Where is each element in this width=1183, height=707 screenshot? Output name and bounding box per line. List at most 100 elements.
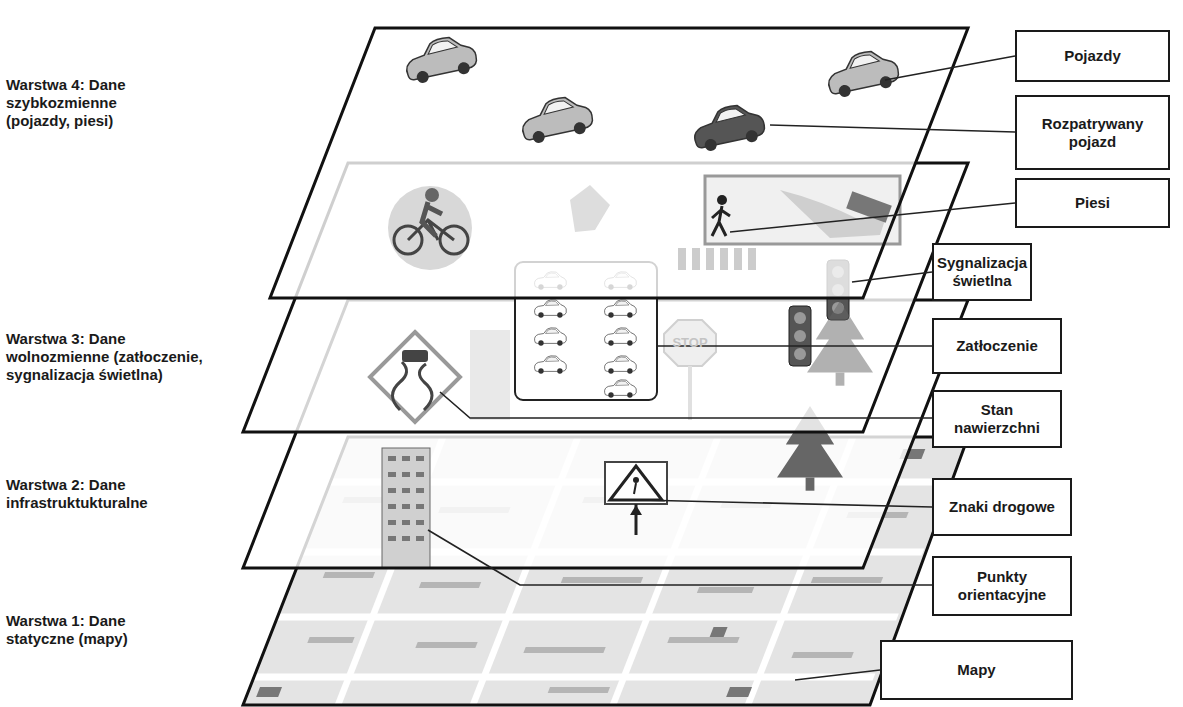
pedestrian — [712, 195, 730, 236]
layer-1-map — [710, 627, 728, 637]
road-surface-sign — [393, 362, 407, 410]
leader-lines — [852, 272, 932, 282]
landmark-building — [388, 456, 424, 541]
vehicles — [690, 100, 768, 154]
layer-1-map — [419, 582, 481, 588]
road-surface-sign — [370, 332, 460, 422]
layer-4-fast-data — [270, 28, 968, 298]
accident-picture — [705, 176, 900, 244]
label-box: Mapy — [880, 640, 1073, 700]
layer-1-map — [811, 577, 883, 583]
crosswalk — [678, 248, 686, 270]
landmark-building — [388, 536, 396, 541]
landmark-building — [388, 520, 396, 525]
landmark-building — [402, 472, 410, 477]
road-sign-crossing — [610, 466, 662, 500]
layer-3-slow-data — [470, 330, 510, 420]
layer-4-fast-data — [570, 185, 610, 232]
label-box: Piesi — [1015, 178, 1170, 228]
congestion-picture — [535, 328, 567, 346]
box-text: Sygnalizacja świetlna — [937, 254, 1027, 290]
leader-lines — [885, 56, 1015, 80]
box-text: Piesi — [1075, 194, 1110, 212]
congestion-picture — [605, 380, 637, 398]
label-box: Zatłoczenie — [932, 318, 1062, 374]
box-text: Stan nawierzchni — [938, 401, 1056, 437]
vehicles — [824, 46, 902, 100]
layer-1-map — [256, 687, 282, 697]
leader-lines — [770, 125, 1015, 132]
landmark-building — [416, 520, 424, 525]
vehicles — [518, 92, 596, 146]
pedestrian — [712, 206, 730, 236]
congestion-picture — [535, 356, 567, 374]
landmark-building — [382, 448, 430, 568]
pedestrian — [717, 195, 727, 205]
landmark-building — [388, 472, 396, 477]
crosswalk — [748, 248, 756, 270]
vehicles — [402, 32, 902, 154]
landmark-building — [402, 520, 410, 525]
vehicles — [402, 32, 480, 86]
cyclist — [388, 186, 472, 270]
box-text: Znaki drogowe — [949, 498, 1055, 516]
leader-lines — [428, 56, 1015, 680]
road-surface-sign — [419, 364, 432, 410]
box-text: Zatłoczenie — [956, 337, 1038, 355]
layer-3-slow-data — [807, 301, 873, 386]
crosswalk — [734, 248, 742, 270]
layer-label: Warstwa 3: Dane wolnozmienne (zatłoczeni… — [6, 330, 221, 384]
layer-1-map — [307, 637, 354, 643]
landmark-building — [388, 504, 396, 509]
landmark-building — [402, 456, 410, 461]
congestion-picture — [605, 328, 637, 346]
leader-lines — [440, 392, 932, 418]
accident-picture — [705, 176, 900, 244]
label-box: Pojazdy — [1015, 30, 1170, 82]
layer-label: Warstwa 1: Dane statyczne (mapy) — [6, 612, 156, 648]
box-text: Punkty orientacyjne — [938, 568, 1066, 604]
sign-text: STOP — [664, 334, 716, 352]
layer-1-map — [548, 687, 610, 693]
cyclist — [422, 202, 442, 236]
layer-label: Warstwa 2: Dane infrastruktukturalne — [6, 476, 186, 512]
crosswalk — [706, 248, 714, 270]
stop-sign — [664, 320, 716, 420]
layer-1-map — [415, 642, 477, 648]
cyclist — [388, 186, 472, 270]
road-sign-crossing — [634, 483, 636, 494]
label-box: Stan nawierzchni — [932, 390, 1062, 448]
congestion-picture — [605, 300, 637, 318]
label-box: Punkty orientacyjne — [932, 556, 1072, 616]
layer-1-map — [561, 577, 643, 583]
layer-1-map — [323, 572, 375, 578]
layer-1-map — [791, 652, 853, 658]
label-box: Znaki drogowe — [932, 478, 1072, 536]
layer-4-fast-data — [270, 28, 968, 298]
landmark-building — [402, 536, 410, 541]
road-surface-sign — [370, 332, 460, 422]
box-text: Pojazdy — [1064, 47, 1121, 65]
leader-lines — [795, 670, 880, 680]
landmark-building — [388, 456, 396, 461]
road-sign-crossing — [630, 505, 642, 515]
landmark-building — [416, 504, 424, 509]
layer-label: Warstwa 4: Dane szybkozmienne (pojazdy, … — [6, 76, 146, 130]
label-box: Sygnalizacja świetlna — [932, 243, 1032, 301]
layer-3-slow-data — [789, 306, 811, 366]
road-sign-crossing — [633, 477, 639, 483]
landmark-building — [416, 488, 424, 493]
landmark-building — [402, 488, 410, 493]
leader-lines — [640, 500, 932, 507]
cyclist — [425, 188, 439, 202]
layer-1-map — [523, 647, 605, 653]
layer-4-fast-data — [270, 28, 968, 298]
label-box: Rozpatrywany pojazd — [1015, 95, 1170, 170]
layer-1-map — [697, 587, 754, 593]
landmark-building — [416, 456, 424, 461]
leader-lines — [428, 530, 932, 585]
road-surface-sign — [402, 350, 428, 362]
stop-sign — [688, 366, 692, 420]
layer-1-map — [667, 637, 739, 643]
congestion-picture — [605, 356, 637, 374]
